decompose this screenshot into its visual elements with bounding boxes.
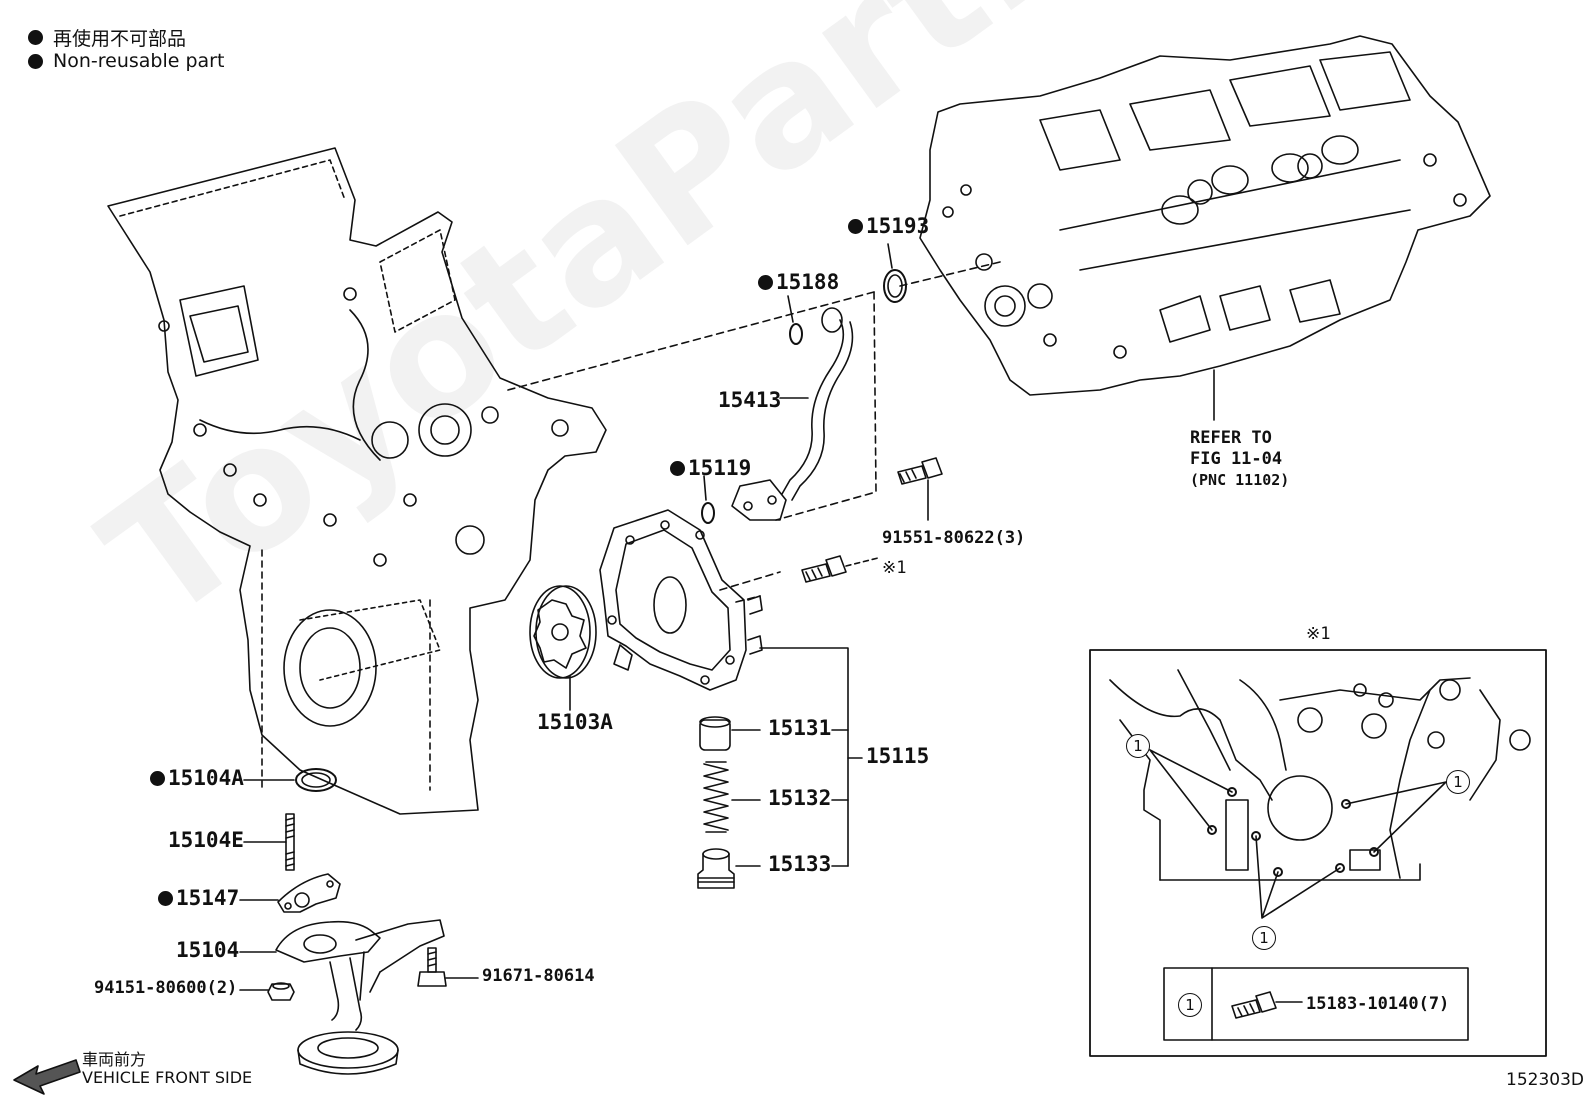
relief-spring [703, 761, 729, 833]
reference-mark-1: ※1 [882, 558, 907, 578]
part-label-91671-80614: 91671-80614 [482, 966, 595, 986]
vehicle-front-english: VEHICLE FRONT SIDE [82, 1068, 253, 1087]
legend-japanese-text: 再使用不可部品 [53, 28, 187, 50]
callout-1-upper-left: 1 [1126, 734, 1150, 758]
timing-chain-cover [107, 147, 607, 815]
part-label-15188: 15188 [758, 272, 839, 293]
bullet-icon [758, 275, 773, 290]
oil-pump-rotor [529, 585, 597, 679]
part-label-15132: 15132 [768, 786, 832, 810]
vehicle-front-japanese: 車両前方 [82, 1050, 147, 1069]
bullet-icon [848, 219, 863, 234]
cylinder-head [919, 35, 1491, 396]
part-label-15133: 15133 [768, 852, 832, 876]
table-key-1: 1 [1178, 993, 1202, 1017]
part-label-15119: 15119 [670, 458, 751, 479]
vehicle-front-arrow-icon [13, 1059, 81, 1095]
part-label-94151-80600: 94151-80600(2) [94, 978, 238, 998]
callout-1-bottom: 1 [1252, 926, 1276, 950]
part-label-15104A: 15104A [150, 768, 244, 789]
bullet-icon [670, 461, 685, 476]
bullet-icon [158, 891, 173, 906]
bolt-91551 [897, 457, 943, 485]
refer-line-3: (PNC 11102) [1190, 470, 1290, 489]
inset-detail [1089, 649, 1547, 1057]
bullet-icon [28, 30, 43, 45]
refer-line-2: FIG 11-04 [1190, 449, 1283, 470]
part-label-15413: 15413 [718, 388, 782, 412]
part-label-91551-80622: 91551-80622(3) [882, 528, 1026, 548]
part-label-15115: 15115 [866, 744, 930, 768]
inset-title: ※1 [1306, 624, 1331, 644]
part-label-15147: 15147 [158, 888, 239, 909]
stud-bolt [285, 813, 295, 871]
legend-english: Non-reusable part [28, 50, 224, 72]
refer-line-1: REFER TO [1190, 428, 1272, 448]
legend-english-text: Non-reusable part [53, 50, 225, 72]
oil-pump-body [599, 509, 763, 691]
bullet-icon [150, 771, 165, 786]
part-label-15104E: 15104E [168, 828, 244, 852]
bolt-ref1 [801, 555, 847, 583]
nut [267, 982, 295, 1001]
part-label-15131: 15131 [768, 716, 832, 740]
oil-tube [731, 307, 854, 521]
bullet-icon [28, 53, 43, 69]
part-label-15183-10140: 15183-10140(7) [1306, 994, 1450, 1014]
part-label-15104: 15104 [176, 938, 240, 962]
bolt-91671 [417, 947, 447, 987]
legend-japanese: 再使用不可部品 [28, 24, 186, 51]
part-label-15193: 15193 [848, 216, 929, 237]
figure-id: 152303D [1506, 1070, 1584, 1090]
refer-to-fig: REFER TO FIG 11-04 (PNC 11102) [1190, 428, 1289, 489]
callout-1-right: 1 [1446, 770, 1470, 794]
relief-plug [697, 848, 735, 889]
strainer-gasket [277, 873, 341, 913]
oil-strainer [275, 919, 445, 1075]
part-label-15103A: 15103A [537, 710, 613, 734]
